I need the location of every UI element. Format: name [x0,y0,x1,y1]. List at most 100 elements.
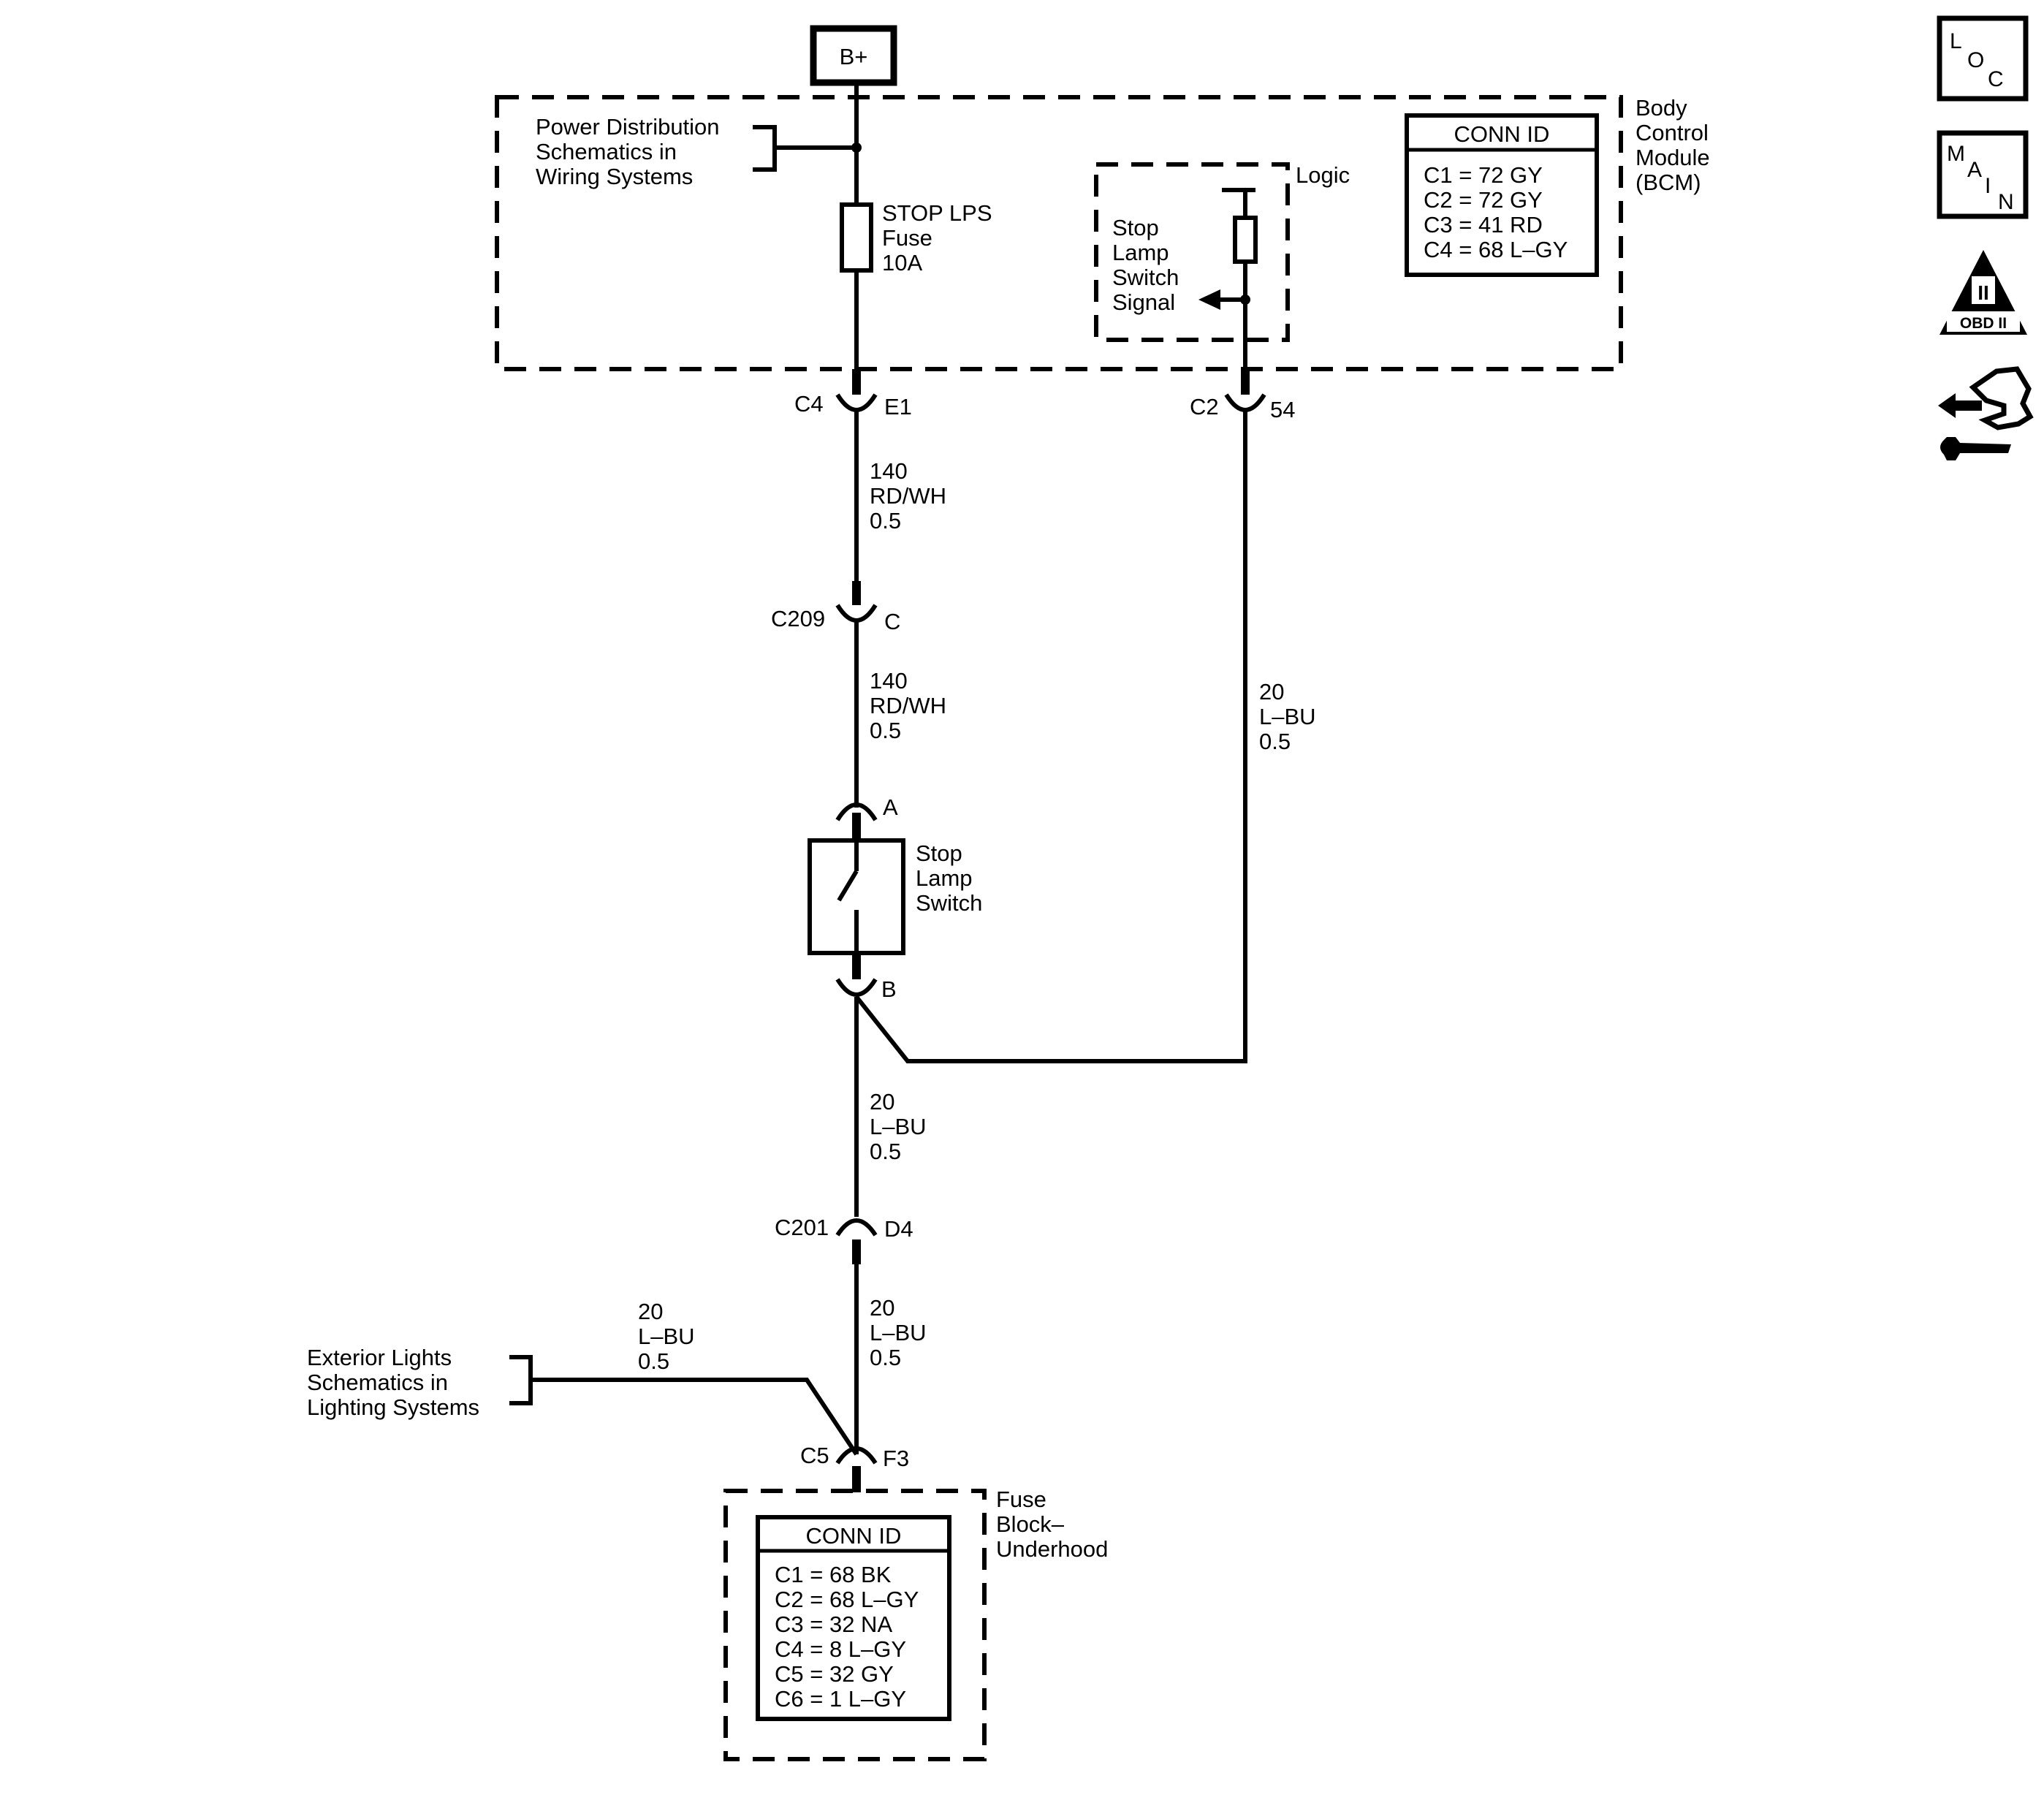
logic-box [1094,162,1290,342]
svg-text:140: 140 [870,458,908,484]
svg-text:E1: E1 [884,394,912,419]
b-plus-source: B+ [810,25,897,86]
main-icon[interactable]: M A I N [1937,130,2029,219]
wire-label-w2: 140 RD/WH 0.5 [870,668,946,743]
svg-text:C4 = 68 L–GY: C4 = 68 L–GY [1424,237,1568,262]
svg-text:Body: Body [1635,95,1687,121]
stop-lps-fuse-label: STOP LPS Fuse 10A [882,200,992,276]
svg-text:Signal: Signal [1112,289,1175,315]
svg-text:20: 20 [638,1299,663,1324]
svg-text:Control: Control [1635,120,1709,145]
svg-text:C1 = 68 BK: C1 = 68 BK [775,1562,892,1587]
svg-text:RD/WH: RD/WH [870,483,946,509]
svg-text:F3: F3 [883,1446,909,1471]
fuse-block-box [723,1489,987,1761]
svg-text:Underhood: Underhood [996,1536,1108,1562]
svg-text:II: II [1977,281,1989,304]
exterior-lights-reference[interactable]: Exterior Lights Schematics in Lighting S… [307,1345,859,1456]
connector-c2[interactable]: C2 54 [1190,369,1295,422]
svg-text:C2 = 68 L–GY: C2 = 68 L–GY [775,1587,919,1612]
hand-wrench-icon[interactable] [1938,366,2034,460]
b-plus-label: B+ [840,44,868,69]
svg-text:L–BU: L–BU [1259,704,1316,729]
wire-label-w3: 20 L–BU 0.5 [1259,679,1316,754]
svg-text:STOP LPS: STOP LPS [882,200,992,226]
svg-text:20: 20 [1259,679,1284,705]
svg-text:Wiring Systems: Wiring Systems [536,164,693,189]
svg-text:Switch: Switch [1112,265,1179,290]
svg-text:RD/WH: RD/WH [870,693,946,718]
fuse-block-title: Fuse Block– Underhood [996,1487,1108,1562]
loc-icon[interactable]: L O C [1937,15,2029,102]
svg-text:A: A [883,794,898,820]
svg-text:54: 54 [1270,397,1295,422]
svg-text:C3 = 41 RD: C3 = 41 RD [1424,212,1543,238]
svg-text:C2: C2 [1190,394,1219,419]
svg-text:Switch: Switch [916,890,982,916]
svg-text:C5 = 32 GY: C5 = 32 GY [775,1661,894,1687]
svg-text:C: C [1988,67,2004,91]
svg-text:C1 = 72 GY: C1 = 72 GY [1424,162,1543,188]
svg-text:140: 140 [870,668,908,694]
logic-input-circuit [1198,188,1258,373]
svg-text:C4: C4 [794,391,824,417]
svg-text:(BCM): (BCM) [1635,170,1701,195]
svg-text:M: M [1947,142,1965,166]
stop-lps-fuse-symbol [840,202,873,273]
connector-c209[interactable]: C209 C [771,581,900,634]
svg-text:Fuse: Fuse [996,1487,1046,1512]
svg-text:L: L [1950,29,1962,53]
fuse-block-conn-id-table: CONN ID C1 = 68 BK C2 = 68 L–GY C3 = 32 … [756,1515,951,1721]
connector-c201[interactable]: C201 D4 [775,1215,913,1264]
svg-text:D4: D4 [884,1216,913,1242]
svg-text:C2 = 72 GY: C2 = 72 GY [1424,187,1543,213]
svg-text:Fuse: Fuse [882,225,932,251]
wire-c2-switch-output [854,411,1247,1063]
svg-text:O: O [1967,48,1984,72]
svg-text:Lighting Systems: Lighting Systems [307,1394,479,1420]
svg-text:C6 = 1 L–GY: C6 = 1 L–GY [775,1686,906,1712]
svg-text:0.5: 0.5 [1259,729,1291,754]
wire-label-w5: 20 L–BU 0.5 [870,1295,927,1370]
svg-text:Module: Module [1635,145,1710,170]
svg-text:Exterior Lights: Exterior Lights [307,1345,452,1370]
svg-text:C4 = 8 L–GY: C4 = 8 L–GY [775,1636,906,1662]
bcm-box [495,95,1623,371]
splice-dot [851,143,862,153]
svg-text:OBD II: OBD II [1960,315,2007,332]
svg-text:A: A [1967,158,1982,182]
svg-text:B: B [881,976,897,1002]
stop-lamp-switch-label: Stop Lamp Switch [916,840,982,916]
obd-ii-icon[interactable]: II OBD II [1939,250,2027,335]
signal-arrow-icon [1198,289,1220,310]
svg-text:Schematics in: Schematics in [536,139,677,164]
svg-text:20: 20 [870,1089,894,1115]
svg-text:Block–: Block– [996,1511,1065,1537]
stop-lamp-switch-signal-label: Stop Lamp Switch Signal [1112,215,1179,315]
svg-text:Lamp: Lamp [1112,240,1169,265]
svg-text:C5: C5 [800,1443,829,1468]
stop-lamp-switch[interactable]: A B [808,794,905,1002]
svg-text:0.5: 0.5 [870,1345,901,1370]
connector-c4[interactable]: C4 E1 [794,369,912,419]
bcm-conn-id-table: CONN ID C1 = 72 GY C2 = 72 GY C3 = 41 RD… [1405,113,1599,277]
svg-text:C3 = 32 NA: C3 = 32 NA [775,1611,892,1637]
power-distribution-reference[interactable]: Power Distribution Schematics in Wiring … [536,114,856,189]
svg-text:10A: 10A [882,250,922,276]
wire-label-w4: 20 L–BU 0.5 [870,1089,927,1164]
svg-text:I: I [1985,174,1991,198]
wire-label-w1: 140 RD/WH 0.5 [870,458,946,534]
svg-text:L–BU: L–BU [870,1320,927,1345]
svg-text:Schematics in: Schematics in [307,1370,448,1395]
svg-text:0.5: 0.5 [870,1139,901,1164]
svg-text:Power Distribution: Power Distribution [536,114,720,140]
svg-text:CONN ID: CONN ID [806,1523,902,1549]
svg-text:C: C [884,609,900,634]
svg-text:Stop: Stop [1112,215,1159,240]
connector-c5[interactable]: C5 F3 [800,1443,909,1492]
svg-text:Stop: Stop [916,840,962,866]
svg-text:20: 20 [870,1295,894,1321]
svg-text:0.5: 0.5 [870,508,901,534]
svg-text:0.5: 0.5 [638,1348,669,1374]
